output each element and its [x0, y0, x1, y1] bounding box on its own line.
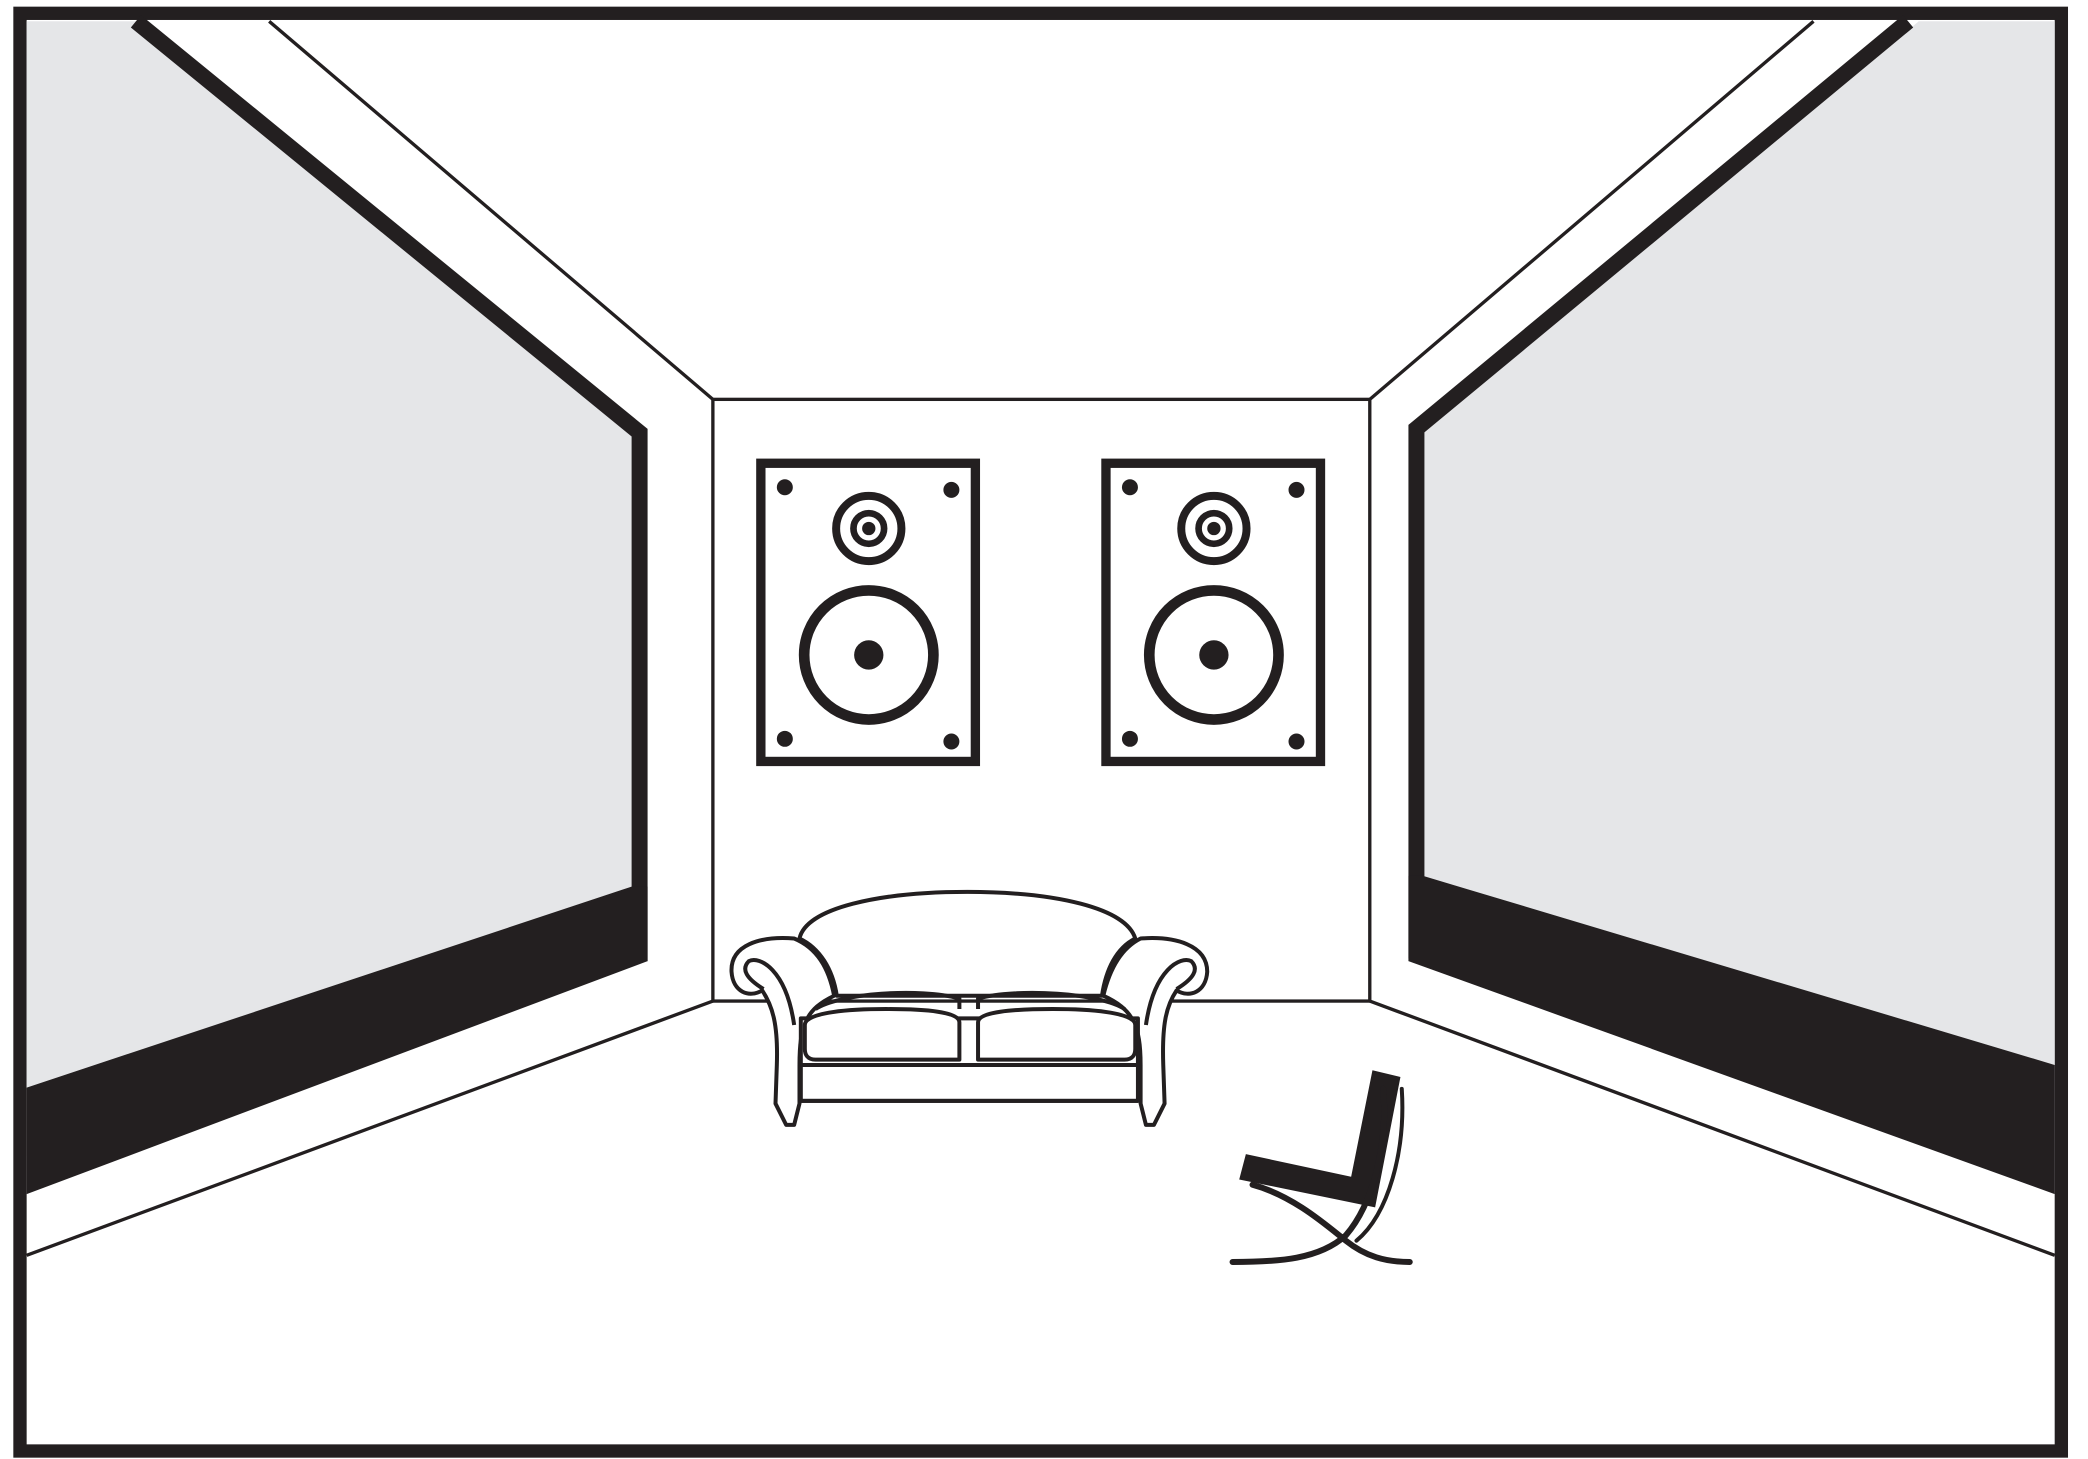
room-illustration — [0, 0, 2088, 1459]
